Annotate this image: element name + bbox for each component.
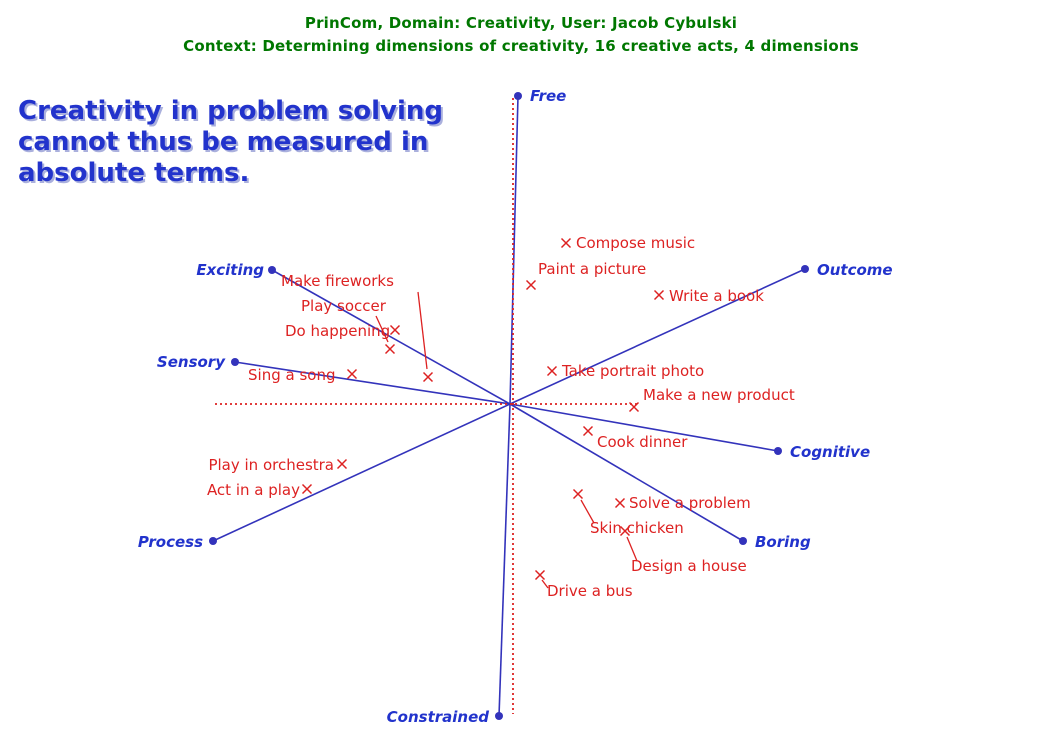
axis-endpoint-process <box>209 537 217 545</box>
act-marker-paint-a-picture <box>525 279 537 291</box>
act-label-compose-music: Compose music <box>576 234 695 252</box>
act-label-make-fireworks: Make fireworks <box>281 272 394 290</box>
act-label-write-a-book: Write a book <box>669 287 764 305</box>
axis-endpoint-sensory <box>231 358 239 366</box>
leader-line-drive-a-bus <box>541 579 549 589</box>
axis-line-exciting <box>271 269 511 405</box>
act-marker-do-happening <box>389 324 401 336</box>
dimension-label-constrained: Constrained <box>387 708 490 726</box>
dimension-label-cognitive: Cognitive <box>790 443 870 461</box>
act-label-act-in-a-play: Act in a play <box>207 481 300 499</box>
axis-line-outcome <box>509 268 806 405</box>
act-marker-play-soccer <box>384 343 396 355</box>
act-label-skin-chicken: Skin chicken <box>590 519 684 537</box>
dimension-label-free: Free <box>530 87 566 105</box>
act-marker-design-a-house <box>619 525 631 537</box>
header-line-1: PrinCom, Domain: Creativity, User: Jacob… <box>304 14 738 32</box>
act-label-make-a-new-product: Make a new product <box>643 386 795 404</box>
act-label-solve-a-problem: Solve a problem <box>629 494 751 512</box>
axis-line-cognitive <box>509 403 779 452</box>
leader-line-make-fireworks <box>417 291 428 370</box>
leader-line-design-a-house <box>626 536 638 562</box>
act-label-design-a-house: Design a house <box>631 557 747 575</box>
act-marker-sing-a-song <box>346 368 358 380</box>
dimension-label-sensory: Sensory <box>157 353 226 371</box>
caption-line-3: absolute terms. <box>18 158 250 188</box>
axis-endpoint-cognitive <box>774 447 782 455</box>
act-label-sing-a-song: Sing a song <box>248 366 335 384</box>
act-marker-drive-a-bus <box>534 569 546 581</box>
act-marker-make-a-new-product <box>628 401 640 413</box>
act-marker-play-in-orchestra <box>336 458 348 470</box>
axis-endpoint-outcome <box>801 265 809 273</box>
leader-line-play-soccer <box>375 315 389 343</box>
act-marker-make-fireworks <box>422 371 434 383</box>
dimension-label-process: Process <box>138 533 203 551</box>
leader-line-skin-chicken <box>580 499 595 524</box>
dimension-label-exciting: Exciting <box>196 261 264 279</box>
axis-endpoint-constrained <box>495 712 503 720</box>
act-marker-skin-chicken <box>572 488 584 500</box>
act-marker-solve-a-problem <box>614 497 626 509</box>
act-label-play-soccer: Play soccer <box>301 297 387 315</box>
axis-line-process <box>212 403 511 542</box>
act-label-drive-a-bus: Drive a bus <box>547 582 633 600</box>
act-label-cook-dinner: Cook dinner <box>597 433 688 451</box>
annotation-caption: Creativity in problem solving cannot thu… <box>18 96 443 189</box>
act-marker-compose-music <box>560 237 572 249</box>
axis-line-sensory <box>234 361 511 405</box>
caption-line-1: Creativity in problem solving <box>18 96 444 126</box>
act-label-take-portrait-photo: Take portrait photo <box>561 362 704 380</box>
axis-endpoint-boring <box>739 537 747 545</box>
axis-line-constrained <box>498 403 511 717</box>
dimension-label-boring: Boring <box>755 533 811 551</box>
act-marker-cook-dinner <box>582 425 594 437</box>
axis-line-free <box>509 95 519 405</box>
act-marker-write-a-book <box>653 289 665 301</box>
act-marker-act-in-a-play <box>301 483 313 495</box>
axis-line-boring <box>509 403 744 542</box>
chart-header: PrinCom, Domain: Creativity, User: Jacob… <box>0 12 1042 58</box>
axis-endpoint-exciting <box>268 266 276 274</box>
act-label-do-happening: Do happening <box>285 322 390 340</box>
act-label-paint-a-picture: Paint a picture <box>538 260 646 278</box>
header-line-2: Context: Determining dimensions of creat… <box>183 37 859 55</box>
act-label-play-in-orchestra: Play in orchestra <box>208 456 334 474</box>
act-marker-take-portrait-photo <box>546 365 558 377</box>
dimension-label-outcome: Outcome <box>817 261 893 279</box>
axis-endpoint-free <box>514 92 522 100</box>
caption-line-2: cannot thus be measured in <box>18 127 429 157</box>
